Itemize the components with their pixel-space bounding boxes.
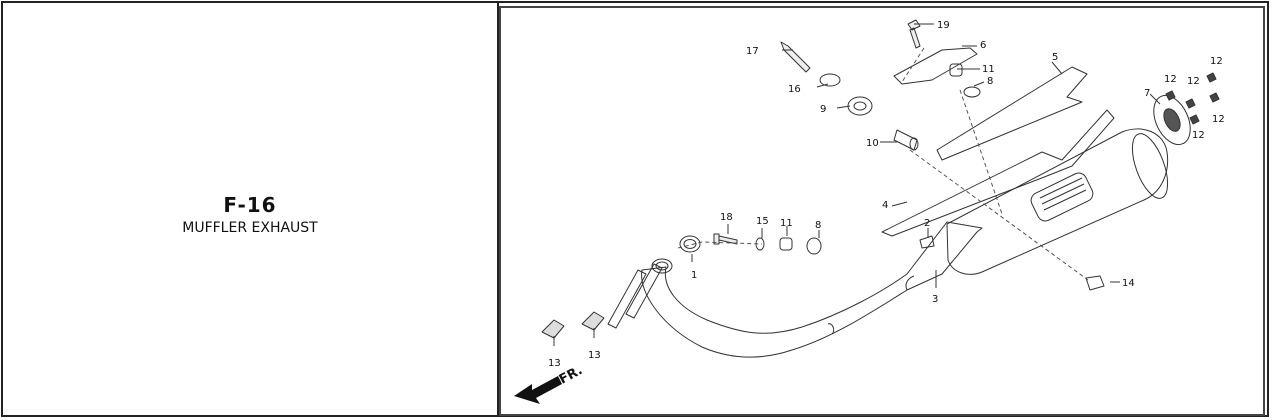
callout-12-a: 12 [1164,74,1177,85]
callout-11-lower: 11 [780,218,793,229]
callout-6: 6 [980,40,986,51]
callout-2: 2 [924,218,930,229]
pipe-flange-part [651,258,673,274]
end-cap-part [1153,94,1191,146]
callout-14: 14 [1122,278,1135,289]
diagram-frame: FR. 1 2 3 4 5 6 7 8 8 9 10 11 11 12 12 1… [499,6,1265,416]
callout-12-b: 12 [1187,76,1200,87]
callout-8-upper: 8 [987,76,993,87]
collar-10-part [893,129,918,151]
washer-16-part [819,73,841,87]
callout-12-d: 12 [1212,114,1225,125]
bolt-18-part [713,233,738,245]
exhaust-diagram: FR. 1 2 3 4 5 6 7 8 8 9 10 11 11 12 12 1… [514,19,1225,404]
callout-3: 3 [932,294,938,305]
bolt-17-part [780,41,811,73]
callout-5: 5 [1052,52,1058,63]
gasket-1-part [679,235,701,253]
callout-9: 9 [820,104,826,115]
callout-18: 18 [720,212,733,223]
collar-11a-part [779,237,793,251]
exhaust-pipe-part [641,221,983,358]
collar-11b-part [949,63,963,77]
callout-7: 7 [1144,88,1150,99]
screw-12-parts [1165,72,1220,125]
callout-1: 1 [691,270,697,281]
callout-17: 17 [746,46,759,57]
callout-8-lower: 8 [815,220,821,231]
upper-guard-part [936,66,1088,161]
section-code: F-16 [223,193,277,217]
callout-13-b: 13 [588,350,601,361]
front-direction-label: FR. [557,363,585,388]
grommet-8b-part [963,86,981,98]
bushing-9-part [847,96,873,116]
grommet-8a-part [806,237,822,255]
bolt-19-part [907,19,921,49]
gasket-13a-part [541,319,565,339]
front-direction-arrow: FR. [514,363,585,404]
gasket-13b-part [581,311,605,331]
callout-11-upper: 11 [982,64,995,75]
callout-16: 16 [788,84,801,95]
callout-15: 15 [756,216,769,227]
muffler-guard-part [881,109,1115,237]
callout-4: 4 [882,200,888,211]
callout-13-a: 13 [548,358,561,369]
section-title: MUFFLER EXHAUST [182,220,318,236]
callout-12-e: 12 [1192,130,1205,141]
callout-12-c: 12 [1210,56,1223,67]
muffler-body-part [946,128,1169,275]
section-info-panel: F-16 MUFFLER EXHAUST [3,3,499,415]
bracket-6-part [893,47,978,85]
nut-14-part [1085,275,1105,291]
callout-19: 19 [937,20,950,31]
diagram-area: FR. 1 2 3 4 5 6 7 8 8 9 10 11 11 12 12 1… [499,6,1272,416]
callout-10: 10 [866,138,879,149]
